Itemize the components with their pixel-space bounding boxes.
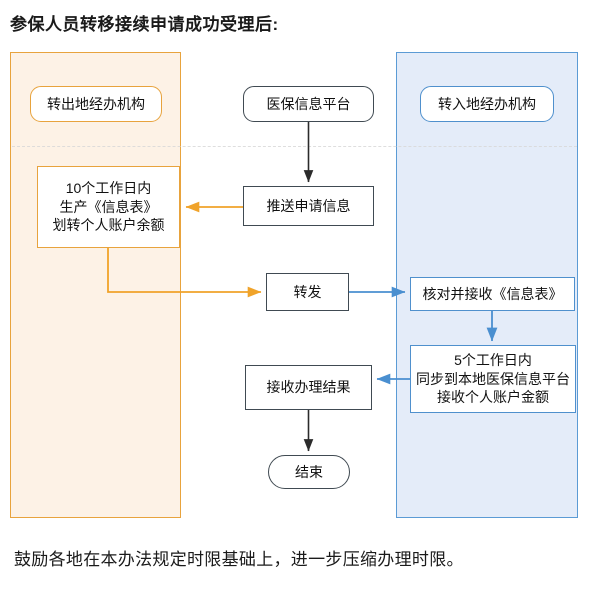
node-medical-insurance-platform[interactable]: 医保信息平台 — [243, 86, 374, 122]
node-ten-working-days-task[interactable]: 10个工作日内 生产《信息表》 划转个人账户余额 — [37, 166, 180, 248]
page-title: 参保人员转移接续申请成功受理后: — [10, 15, 279, 34]
node-end[interactable]: 结束 — [268, 455, 350, 489]
footer-note: 鼓励各地在本办法规定时限基础上，进一步压缩办理时限。 — [14, 550, 464, 569]
node-transfer-out-agency[interactable]: 转出地经办机构 — [30, 86, 162, 122]
node-receive-processing-result[interactable]: 接收办理结果 — [245, 365, 372, 410]
node-five-working-days-sync[interactable]: 5个工作日内 同步到本地医保信息平台 接收个人账户金额 — [410, 345, 576, 413]
lane-header-divider — [12, 146, 577, 147]
node-push-application-info[interactable]: 推送申请信息 — [243, 186, 374, 226]
node-verify-and-receive-info-form[interactable]: 核对并接收《信息表》 — [410, 277, 575, 311]
node-transfer-in-agency[interactable]: 转入地经办机构 — [420, 86, 554, 122]
node-forward[interactable]: 转发 — [266, 273, 349, 311]
